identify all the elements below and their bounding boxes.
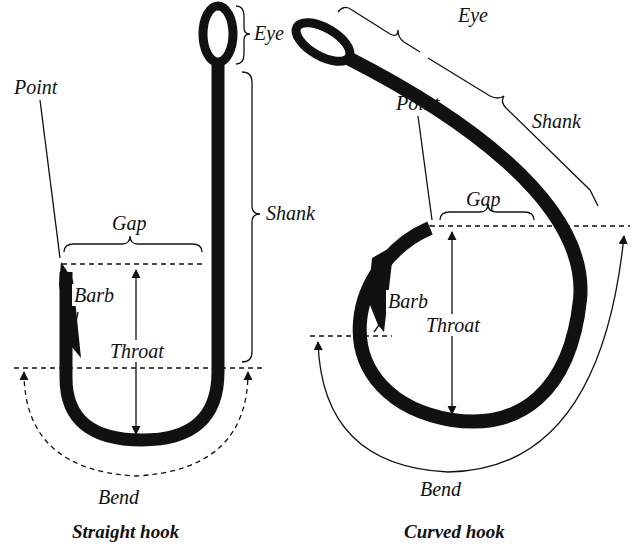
part-label: Shank (532, 110, 581, 132)
part-label: Throat (424, 314, 482, 336)
curved-annotations (310, 7, 630, 472)
part-label: Barb (386, 290, 430, 312)
figure-caption: Curved hook (404, 522, 505, 543)
curved-hook (290, 15, 580, 422)
figure-caption: Straight hook (72, 522, 179, 543)
part-label: Eye (254, 22, 284, 44)
straight-annotations (14, 6, 262, 476)
part-label: Eye (458, 4, 488, 26)
part-label: Barb (72, 284, 116, 306)
part-label: Point (14, 76, 57, 98)
part-label: Shank (266, 202, 315, 224)
part-label: Gap (112, 212, 146, 234)
part-label: Bend (420, 478, 461, 500)
part-label: Point (396, 92, 439, 114)
part-label: Bend (98, 486, 139, 508)
part-label: Gap (466, 188, 500, 210)
straight-hook (59, 6, 233, 440)
part-label: Throat (108, 340, 166, 362)
